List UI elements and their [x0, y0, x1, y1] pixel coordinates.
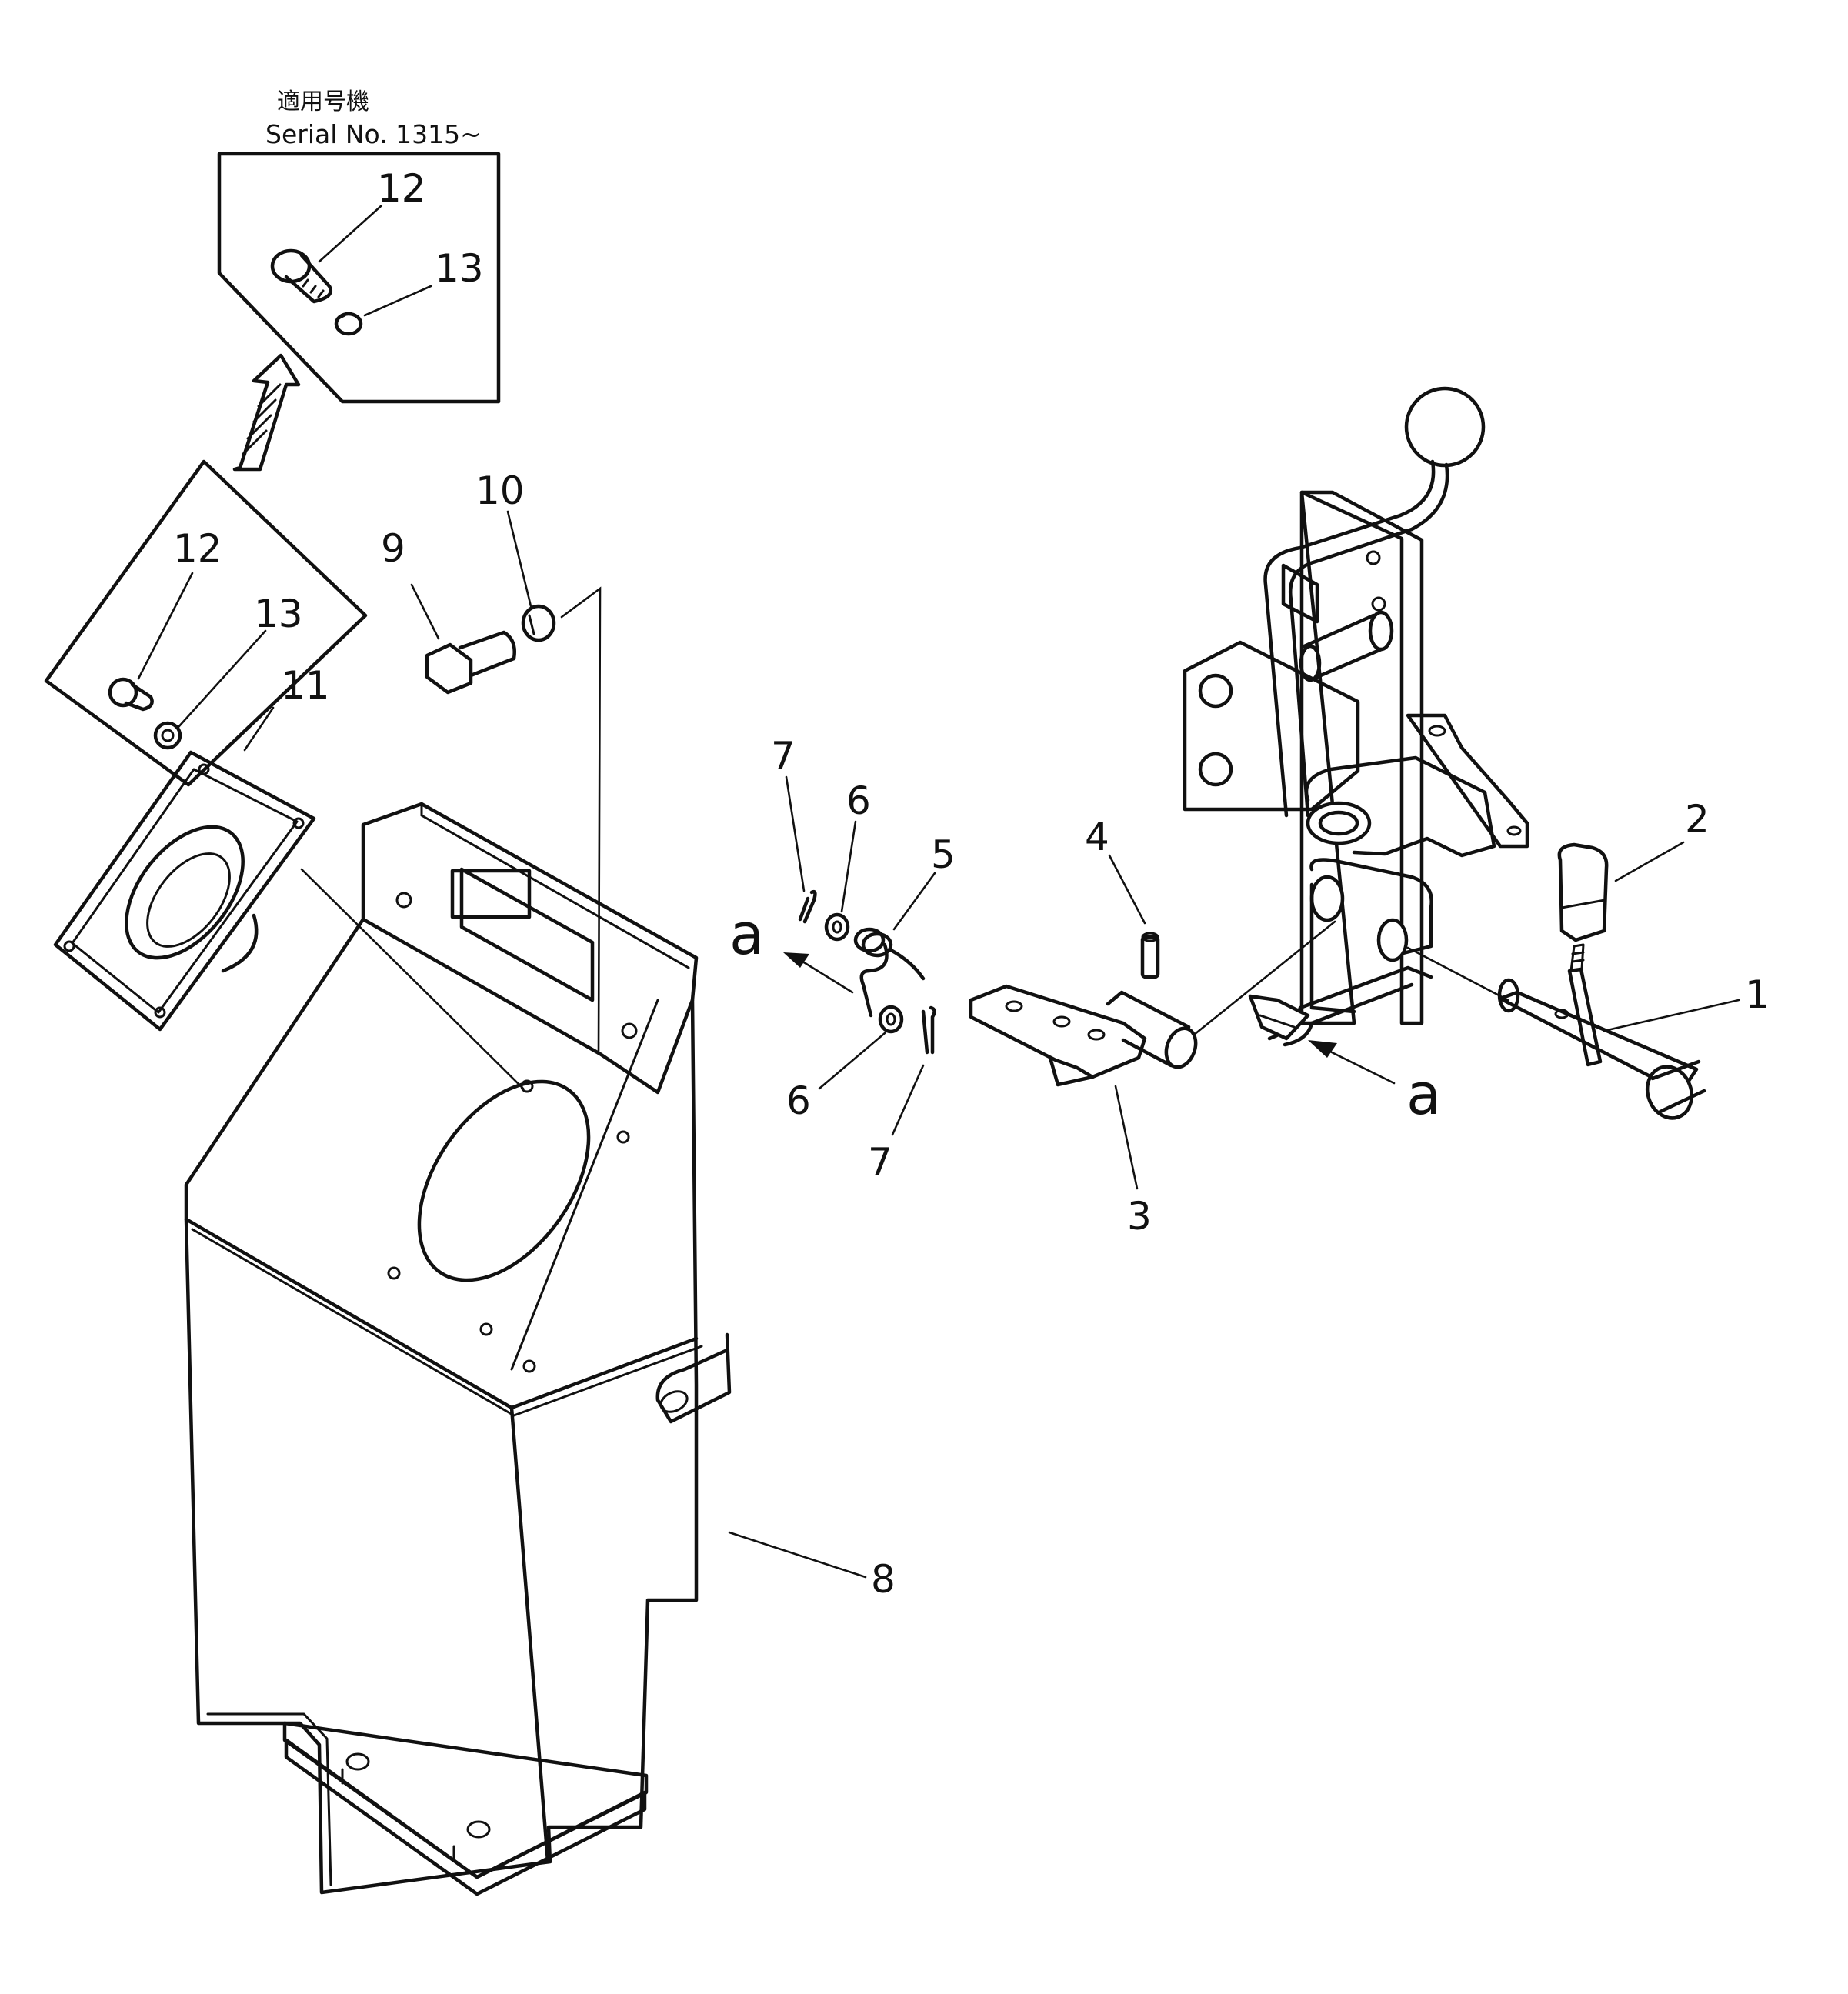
spring-5-part: 5 [853, 832, 956, 1018]
serial-number-label: Serial No. 1315~ [265, 119, 482, 149]
callout-1: 1 [1745, 972, 1770, 1017]
console-cover-part: 8 [184, 802, 896, 1896]
callout-7: 7 [868, 1140, 892, 1185]
washer-icon [153, 721, 182, 750]
callout-9: 9 [381, 526, 405, 571]
callout-6: 6 [786, 1079, 811, 1123]
callout-8: 8 [871, 1557, 896, 1602]
detail-arrow-icon [232, 353, 301, 472]
washer-10-part: 10 [475, 468, 556, 642]
callout-2: 2 [1685, 797, 1710, 842]
detail-box-old-bolt: 12 13 [44, 459, 368, 787]
washer-6-lower-part: 6 [786, 1005, 904, 1123]
grip-2-part: 2 [1557, 797, 1710, 942]
bolt-icon [108, 677, 154, 712]
callout-13: 13 [435, 246, 484, 291]
applicability-jp-label: 適用号機 [277, 88, 369, 115]
view-arrow-a-left: a [729, 902, 854, 994]
callout-11: 11 [281, 663, 330, 708]
cotter-pin-7-upper-part: 7 [771, 734, 817, 924]
callout-10: 10 [475, 468, 525, 513]
callout-3: 3 [1127, 1194, 1152, 1239]
boot-plate-part: 11 [53, 663, 330, 1032]
detail-box-new-bolt: 12 13 [217, 152, 501, 404]
lever-assembly-part [1183, 386, 1529, 1047]
bracket-3-part: 3 [969, 984, 1198, 1239]
callout-5: 5 [931, 832, 956, 877]
pin-4-part: 4 [1085, 815, 1160, 979]
shaft-assembly-line [1406, 946, 1509, 1002]
washer-6-upper-part: 6 [824, 779, 871, 942]
callout-4: 4 [1085, 815, 1109, 859]
cotter-pin-7-lower-part: 7 [868, 1005, 936, 1185]
view-arrow-a-right: a [1308, 1040, 1441, 1128]
callout-6: 6 [846, 779, 871, 823]
callout-13: 13 [254, 592, 303, 636]
view-marker-a: a [729, 902, 764, 968]
bolt-line-of-assembly [560, 586, 602, 1055]
lever-1-part: 1 [1497, 943, 1770, 1120]
bolt-icon [270, 248, 332, 304]
boot-plate-leader-line [300, 868, 525, 1090]
callout-7: 7 [771, 734, 796, 779]
view-marker-a: a [1406, 1062, 1441, 1128]
washer-icon [334, 312, 363, 336]
bolt-9-part: 9 [381, 526, 516, 695]
callout-12: 12 [377, 166, 426, 211]
callout-12: 12 [173, 526, 222, 571]
